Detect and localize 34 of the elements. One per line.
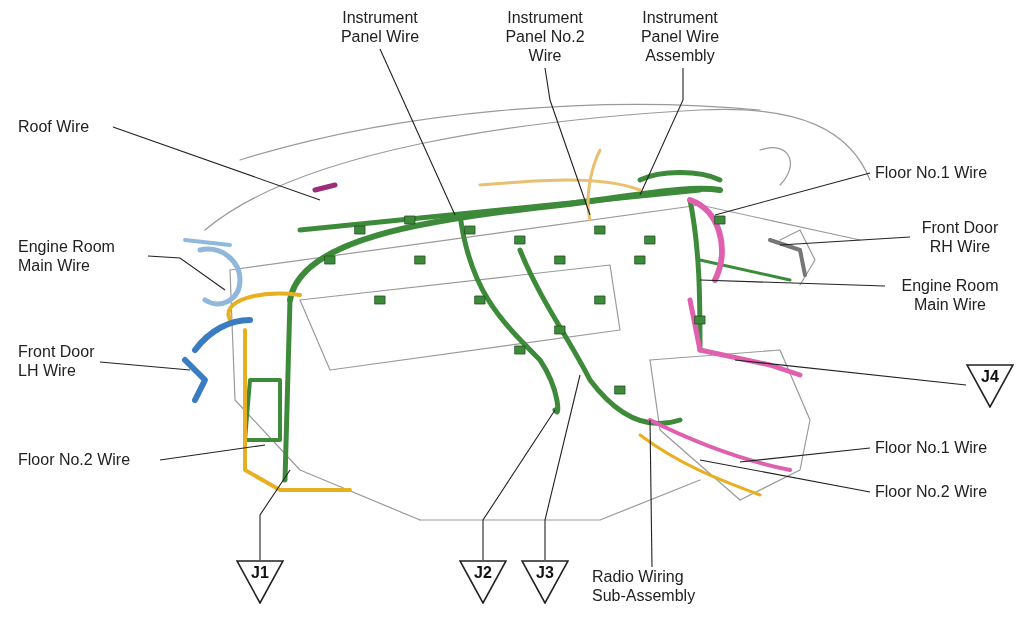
- callout-label: Front Door RH Wire: [915, 218, 1005, 256]
- callout-label: Floor No.2 Wire: [875, 482, 1025, 501]
- callout-label: Floor No.1 Wire: [875, 438, 1025, 457]
- callout-label: Radio Wiring Sub-Assembly: [592, 567, 704, 605]
- leader-line: [112, 126, 321, 201]
- leader-line: [99, 361, 191, 371]
- leader-line: [159, 444, 266, 461]
- leader-line: [544, 67, 591, 216]
- leader-line: [699, 459, 871, 493]
- leader-line: [147, 255, 226, 291]
- callout-label: Front Door LH Wire: [18, 342, 118, 380]
- leader-line: [739, 447, 871, 463]
- leader-line: [779, 236, 911, 246]
- callout-label: Engine Room Main Wire: [885, 276, 1015, 314]
- callout-label: Engine Room Main Wire: [18, 237, 148, 275]
- callout-label: Instrument Panel Wire: [330, 8, 430, 46]
- leader-line: [482, 409, 556, 561]
- leader-line: [379, 48, 456, 216]
- leader-line: [639, 67, 684, 196]
- junction-triangle: J4: [966, 364, 1014, 408]
- leader-line: [544, 374, 581, 561]
- callout-label: Floor No.2 Wire: [18, 450, 168, 469]
- callout-label: Floor No.1 Wire: [875, 163, 1025, 182]
- callout-label: Roof Wire: [18, 117, 128, 136]
- callout-label: Instrument Panel No.2 Wire: [500, 8, 590, 65]
- leader-line: [699, 279, 886, 287]
- leader-line: [649, 419, 653, 568]
- junction-triangle: J2: [459, 560, 507, 604]
- junction-triangle: J3: [521, 560, 569, 604]
- junction-triangle: J1: [236, 560, 284, 604]
- callout-label: Instrument Panel Wire Assembly: [630, 8, 730, 65]
- leader-line: [734, 359, 967, 386]
- leader-line: [714, 172, 871, 216]
- leader-line: [259, 469, 291, 561]
